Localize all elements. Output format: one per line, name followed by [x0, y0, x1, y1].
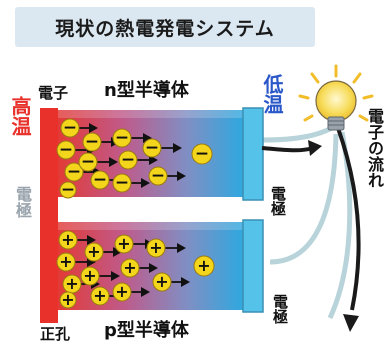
- svg-text:+: +: [149, 238, 162, 257]
- hole-particle: +: [58, 230, 96, 250]
- hole-particle: +: [84, 242, 122, 262]
- svg-text:−: −: [63, 118, 77, 138]
- svg-text:−: −: [121, 150, 135, 170]
- svg-text:+: +: [87, 242, 100, 261]
- electron-flow-label: 電子の流れ: [365, 108, 384, 188]
- right-electrode-bottom-label: 電極: [271, 294, 289, 324]
- electron-particle: −: [118, 150, 158, 170]
- n-type-label: n型半導体: [104, 80, 189, 101]
- svg-text:−: −: [67, 162, 81, 182]
- hole-particle: +: [59, 290, 77, 309]
- hot-electrode: [40, 108, 58, 323]
- left-electrode-label: 電極: [13, 186, 32, 218]
- electron-particle: −: [191, 143, 213, 165]
- electron-particle: −: [59, 180, 77, 200]
- svg-text:−: −: [115, 173, 129, 193]
- electron-label: 電子: [38, 84, 69, 102]
- right-electrode-top-label: 電極: [269, 186, 287, 216]
- svg-text:+: +: [59, 252, 72, 271]
- electron-particle: −: [142, 138, 182, 158]
- svg-text:+: +: [197, 256, 210, 275]
- hole-label: 正孔: [40, 325, 71, 343]
- hole-particle: +: [152, 272, 190, 292]
- hole-particle: +: [112, 282, 150, 302]
- svg-text:+: +: [83, 266, 96, 285]
- diagram-title: 現状の熱電発電システム: [55, 17, 275, 40]
- svg-text:−: −: [81, 152, 95, 172]
- hole-particle: +: [193, 255, 215, 277]
- electron-particle: −: [78, 152, 118, 172]
- electron-flow-arrow: [336, 127, 361, 311]
- svg-text:+: +: [61, 230, 74, 249]
- svg-text:−: −: [59, 140, 73, 160]
- svg-text:+: +: [117, 234, 130, 253]
- incoming-arrow: [261, 146, 314, 153]
- svg-text:+: +: [155, 272, 168, 291]
- svg-text:+: +: [115, 282, 128, 301]
- hole-particle: +: [56, 252, 96, 272]
- electron-particle: −: [60, 118, 98, 138]
- svg-text:−: −: [61, 180, 75, 200]
- cold-electrode-bottom: [242, 219, 264, 313]
- svg-text:−: −: [195, 144, 209, 164]
- hole-particle: +: [80, 266, 120, 286]
- p-type-label: p型半導体: [104, 320, 189, 341]
- svg-text:−: −: [115, 128, 129, 148]
- cold-electrode-top: [242, 107, 264, 201]
- wire-bottom: [269, 133, 339, 265]
- svg-text:−: −: [85, 132, 99, 152]
- high-temp-label: 高温: [8, 96, 32, 136]
- hole-particle: +: [146, 238, 186, 258]
- hole-particles: +++++++++++++: [56, 230, 215, 309]
- svg-text:−: −: [145, 138, 159, 158]
- svg-text:−: −: [151, 166, 165, 186]
- svg-text:+: +: [61, 290, 74, 309]
- title-banner: 現状の熱電発電システム: [15, 7, 315, 47]
- light-bulb-icon: [298, 64, 374, 131]
- electron-particle: −: [112, 128, 152, 148]
- wire-top: [261, 125, 334, 143]
- hole-particle: +: [120, 258, 158, 278]
- electron-particle: −: [148, 166, 186, 186]
- svg-text:−: −: [93, 170, 107, 190]
- electron-particle: −: [112, 173, 150, 193]
- electron-particle: −: [56, 140, 96, 160]
- svg-text:+: +: [65, 274, 78, 293]
- electron-flow-arrowhead: [343, 314, 359, 332]
- electron-particle: −: [64, 162, 102, 182]
- electron-particles: −−−−−−−−−−−−−: [56, 118, 213, 200]
- svg-text:+: +: [93, 286, 106, 305]
- svg-text:+: +: [123, 258, 136, 277]
- low-temp-label: 低温: [260, 74, 284, 114]
